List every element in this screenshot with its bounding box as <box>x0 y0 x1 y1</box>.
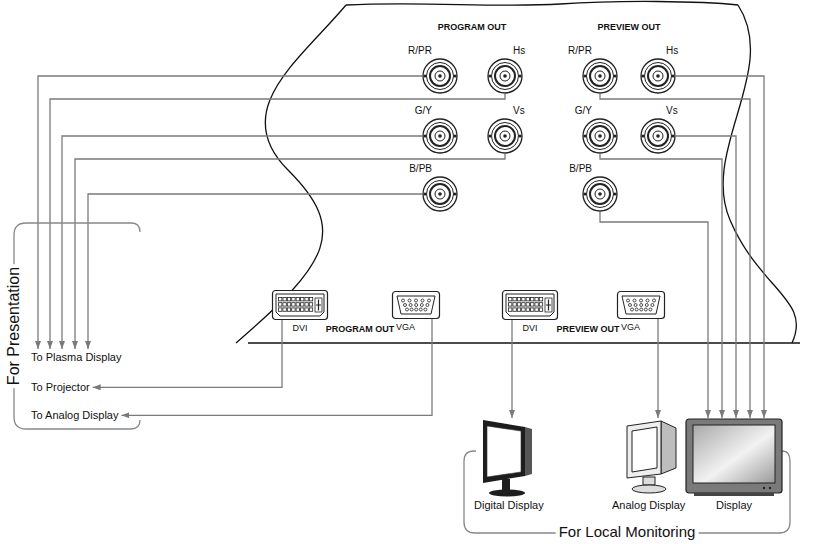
group-bracket: For PresentationTo Plasma DisplayTo Proj… <box>12 222 142 430</box>
bracket-outline <box>12 222 142 430</box>
vga-connector: VGA <box>392 291 440 319</box>
signal-name: G/Y <box>415 105 432 117</box>
bnc-symbol <box>582 58 618 94</box>
dvi-connector: DVI <box>502 290 558 320</box>
bnc-connector: R/PR <box>582 58 618 94</box>
monitor-icon <box>684 418 784 498</box>
monitor-label: Analog Display <box>612 499 685 512</box>
monitor: Digital Display <box>474 418 544 512</box>
signal-name: Vs <box>666 105 678 117</box>
signal-cable <box>600 94 750 418</box>
bnc-symbol <box>582 118 618 154</box>
panel-section-label: PREVIEW OUT <box>556 324 619 334</box>
signal-cable <box>62 136 422 349</box>
panel-section-label: PROGRAM OUT <box>438 22 507 32</box>
bnc-connector: G/Y <box>422 118 458 154</box>
bnc-symbol <box>487 58 523 94</box>
signal-cable <box>121 319 432 415</box>
destination-text: To Projector <box>31 381 90 394</box>
signal-cable <box>50 94 505 349</box>
port-name: DVI <box>292 323 307 333</box>
signal-name: Vs <box>513 105 525 117</box>
group-title: For Local Monitoring <box>556 523 699 540</box>
signal-cable <box>600 154 722 418</box>
dvi-connector: DVI <box>272 290 328 320</box>
port-name: VGA <box>396 322 415 332</box>
group-title: For Presentation <box>5 264 23 388</box>
bnc-connector: B/PB <box>582 176 618 212</box>
bnc-symbol <box>640 118 676 154</box>
signal-cable <box>75 154 505 349</box>
vga-symbol <box>392 291 440 319</box>
port-name: VGA <box>621 322 640 332</box>
signal-cable <box>88 194 422 349</box>
destination-label: To Analog Display <box>28 407 121 424</box>
bnc-connector: Hs <box>640 58 676 94</box>
bnc-symbol <box>640 58 676 94</box>
signal-cable <box>676 76 764 418</box>
bnc-symbol <box>582 176 618 212</box>
signal-name: G/Y <box>575 105 592 117</box>
bnc-connector: R/PR <box>422 58 458 94</box>
vga-symbol <box>617 291 665 319</box>
signal-cable <box>676 136 736 418</box>
signal-cable <box>38 76 422 349</box>
bnc-symbol <box>487 118 523 154</box>
bnc-connector: Vs <box>487 118 523 154</box>
bnc-connector: Vs <box>640 118 676 154</box>
bnc-symbol <box>422 58 458 94</box>
signal-name: B/PB <box>409 163 432 175</box>
destination-label: To Projector <box>28 379 93 396</box>
destination-label: To Plasma Display <box>28 349 124 366</box>
bnc-connector: B/PB <box>422 176 458 212</box>
signal-name: Hs <box>666 45 678 57</box>
port-name: DVI <box>522 323 537 333</box>
monitor: Analog Display <box>612 418 685 512</box>
monitor: Display <box>684 418 784 512</box>
bnc-connector: Hs <box>487 58 523 94</box>
signal-name: R/PR <box>408 45 432 57</box>
vga-connector: VGA <box>617 291 665 319</box>
destination-text: To Plasma Display <box>31 351 121 364</box>
panel-bottom-line <box>248 342 800 343</box>
bnc-symbol <box>422 176 458 212</box>
signal-name: Hs <box>513 45 525 57</box>
monitor-icon <box>477 418 541 498</box>
bnc-symbol <box>422 118 458 154</box>
panel-section-label: PROGRAM OUT <box>326 324 395 334</box>
dvi-symbol <box>502 290 558 320</box>
signal-cable <box>600 212 708 418</box>
signal-cable <box>657 319 658 418</box>
monitor-label: Digital Display <box>474 499 544 512</box>
panel-right-edge <box>723 5 796 343</box>
group-bracket: For Local MonitoringDigital DisplayAnalo… <box>462 450 792 534</box>
bnc-connector: G/Y <box>582 118 618 154</box>
signal-cable <box>511 320 512 418</box>
panel-section-label: PREVIEW OUT <box>597 22 660 32</box>
destination-text: To Analog Display <box>31 409 118 422</box>
panel-top-edge <box>346 1 738 5</box>
panel-left-edge <box>236 5 346 343</box>
dvi-symbol <box>272 290 328 320</box>
monitor-label: Display <box>716 499 752 512</box>
monitor-icon <box>617 418 681 498</box>
signal-name: B/PB <box>569 163 592 175</box>
signal-name: R/PR <box>568 45 592 57</box>
